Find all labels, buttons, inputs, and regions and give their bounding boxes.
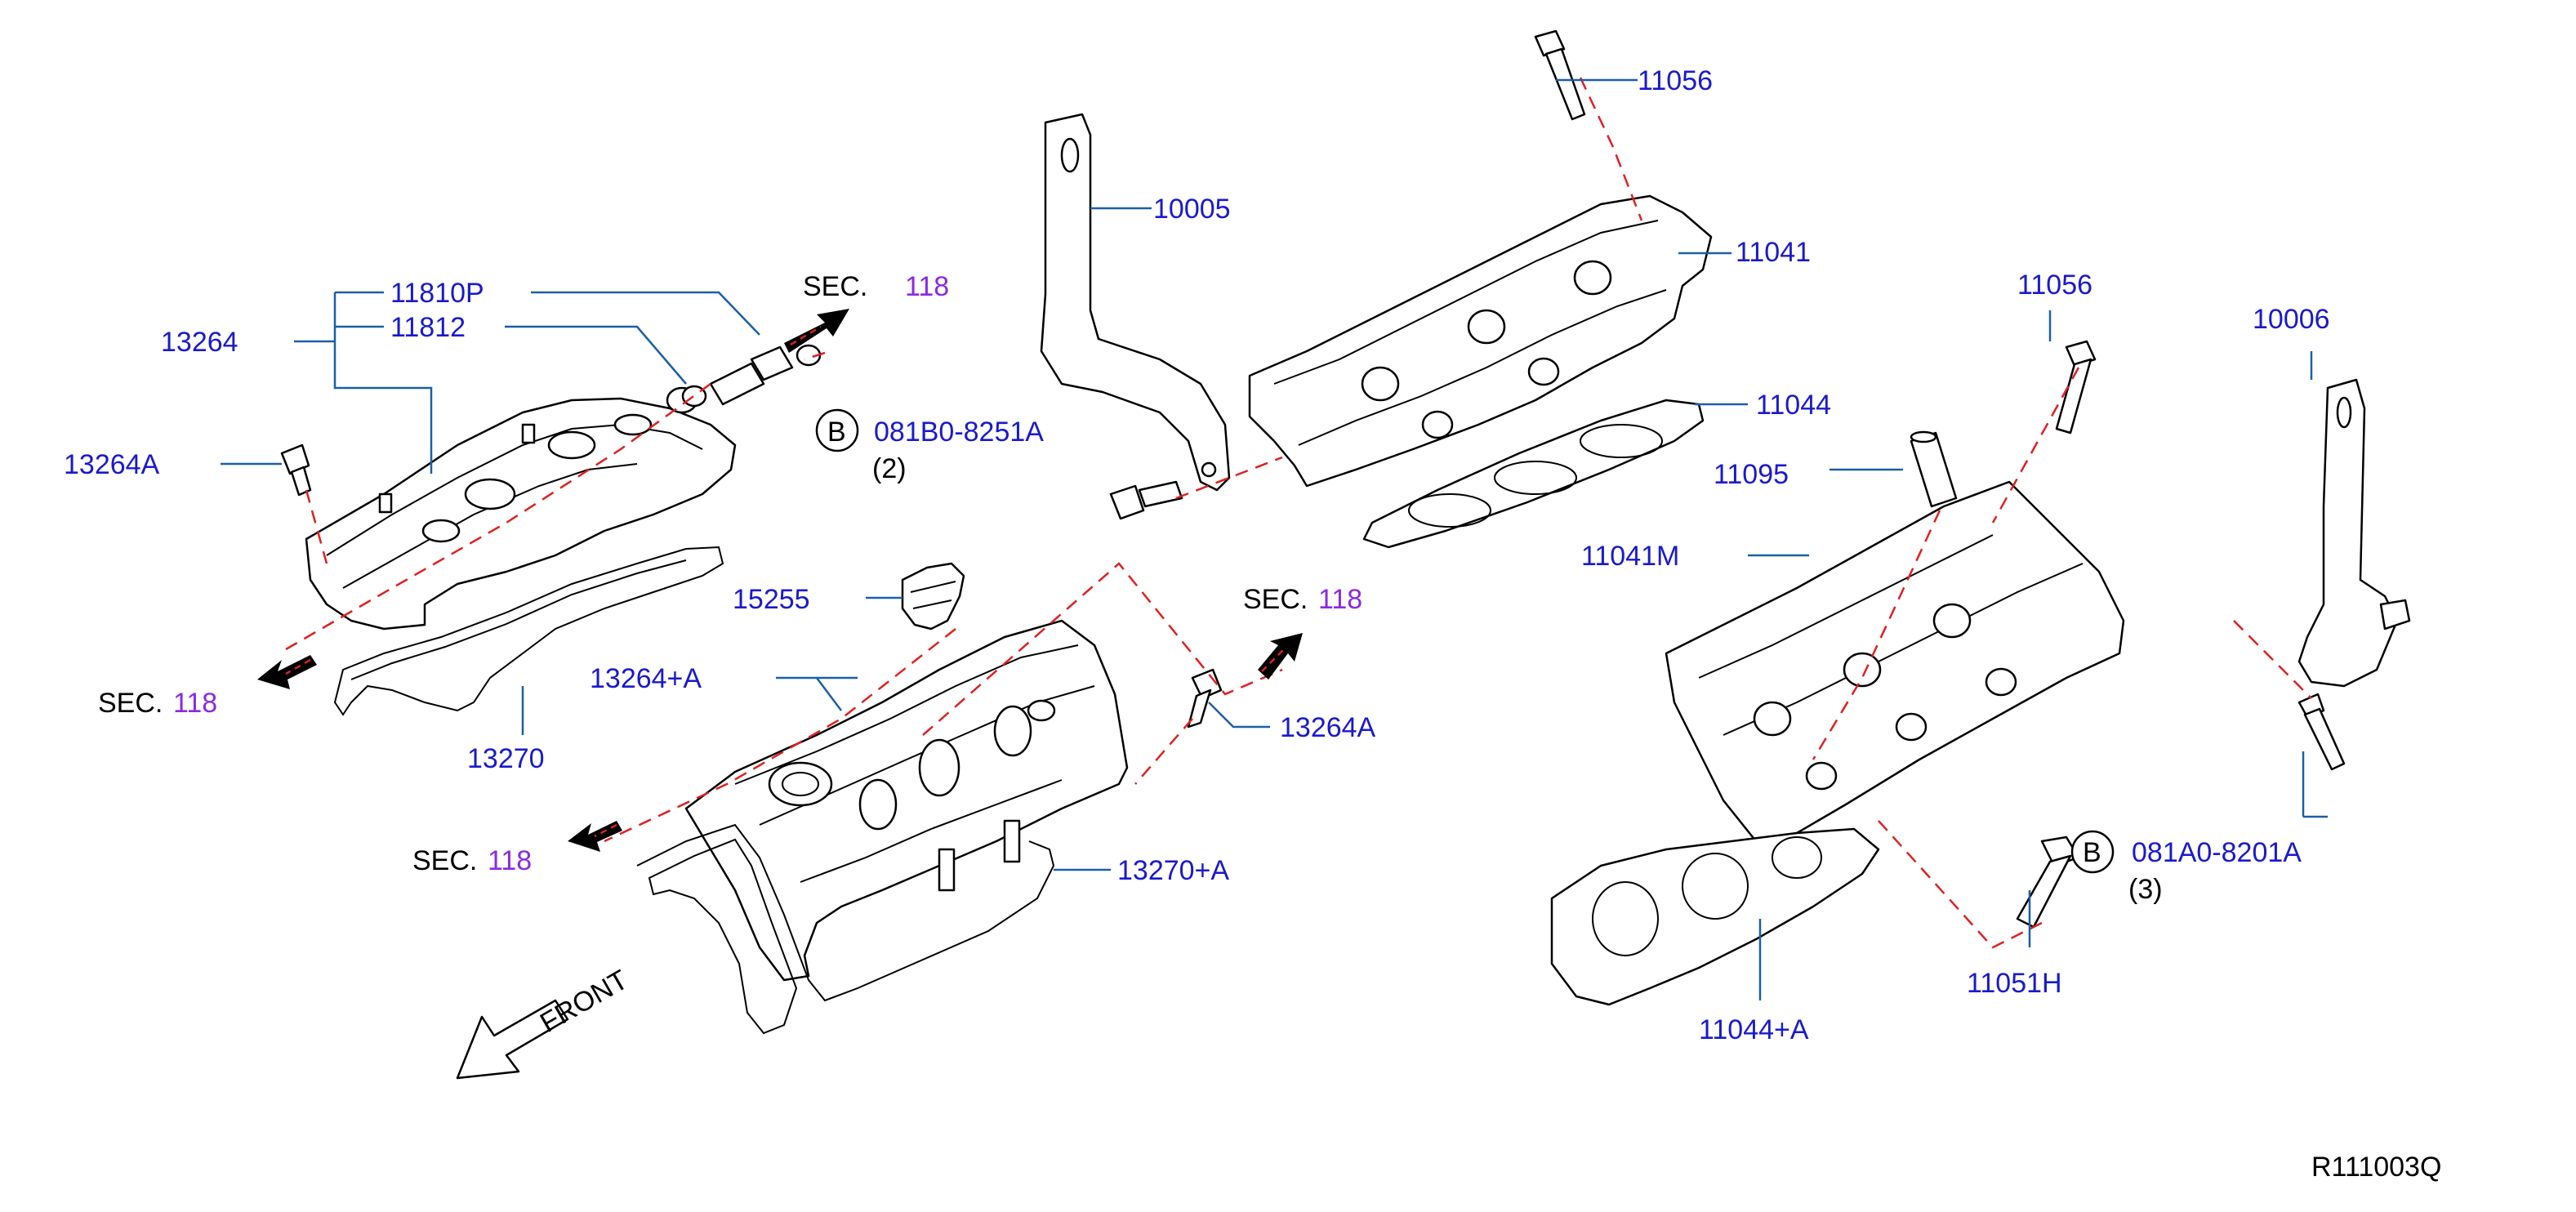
- label-11044-plus-a: 11044+A: [1699, 1014, 1809, 1045]
- label-11056-right: 11056: [2017, 270, 2092, 301]
- label-081b0-qty: (2): [872, 453, 907, 484]
- label-13264-plus-a: 13264+A: [590, 663, 702, 694]
- diagram-id: R111003Q: [2311, 1152, 2441, 1183]
- label-13264a-center: 13264A: [1280, 712, 1376, 743]
- label-11095: 11095: [1714, 459, 1789, 490]
- dowel-11095: [1910, 430, 1958, 508]
- sec-arrow-center-right: [1258, 633, 1303, 680]
- cylinder-head-11041m: [1665, 480, 2125, 843]
- sec-ref-center-prefix: SEC.: [412, 845, 477, 876]
- label-11041m: 11041M: [1581, 541, 1679, 572]
- label-10006: 10006: [2253, 304, 2330, 335]
- label-13270-plus-a: 13270+A: [1117, 855, 1229, 886]
- head-gasket-11044-a: [1550, 827, 1880, 1006]
- leader-lines: [221, 78, 2328, 1000]
- gasket-13270: [333, 546, 724, 716]
- label-13264a-left: 13264A: [64, 449, 160, 480]
- rocker-cover-left: [305, 397, 737, 631]
- sec-arrow-center-bottom: [568, 821, 622, 852]
- label-11810p: 11810P: [390, 278, 484, 309]
- b-marker-081b0: [815, 408, 859, 452]
- sec-ref-upper-prefix: SEC.: [803, 271, 867, 302]
- label-10005: 10005: [1153, 194, 1231, 225]
- b-marker-081a0: [2070, 830, 2115, 874]
- bracket-10005: [1040, 113, 1231, 492]
- oil-filler-cap: [901, 562, 965, 631]
- sec-ref-left-prefix: SEC.: [98, 688, 163, 719]
- sec-ref-right-prefix: SEC.: [1243, 584, 1308, 615]
- label-081b0-8251a: 081B0-8251A: [874, 417, 1044, 448]
- label-11051h: 11051H: [1967, 968, 2062, 999]
- bolt-081a0: [2297, 693, 2346, 771]
- label-11041: 11041: [1736, 237, 1811, 268]
- label-13270: 13270: [467, 743, 545, 774]
- cylinder-head-11041: [1248, 194, 1713, 488]
- bolt-11056-right: [2055, 340, 2097, 434]
- bracket-10006: [2297, 378, 2411, 688]
- assembly-lines: [285, 77, 2312, 949]
- label-11812: 11812: [390, 312, 466, 343]
- bolt-11056-top: [1534, 29, 1586, 121]
- bolt-11051h: [2016, 835, 2080, 929]
- label-081a0-qty: (3): [2128, 874, 2163, 905]
- label-15255: 15255: [733, 584, 810, 615]
- sec-arrow-left: [257, 655, 317, 689]
- bolt-13264a-left: [280, 443, 312, 497]
- sec-ref-center-number: 118: [488, 845, 532, 876]
- front-arrow: [456, 999, 569, 1080]
- front-label: FRONT: [535, 964, 633, 1038]
- gasket-13270-a: [636, 823, 1055, 1035]
- b-marker-label-2: B: [2083, 837, 2101, 868]
- head-gasket-11044: [1362, 399, 1705, 549]
- label-11044: 11044: [1756, 390, 1831, 421]
- sec-ref-upper-number: 118: [905, 271, 949, 302]
- grommet: [666, 385, 707, 414]
- bolt-081b0: [1109, 480, 1183, 520]
- label-081a0-8201a: 081A0-8201A: [2132, 837, 2302, 868]
- sec-ref-right-number: 118: [1318, 584, 1362, 615]
- rocker-cover-center: [684, 619, 1129, 982]
- sec-arrow-upper: [784, 309, 849, 353]
- label-11056-top: 11056: [1638, 65, 1713, 96]
- pcv-valve: [709, 344, 822, 406]
- sec-ref-left-number: 118: [173, 688, 217, 719]
- b-marker-label-1: B: [827, 417, 846, 448]
- label-13264: 13264: [161, 327, 238, 358]
- bolt-13264a-center: [1187, 668, 1223, 729]
